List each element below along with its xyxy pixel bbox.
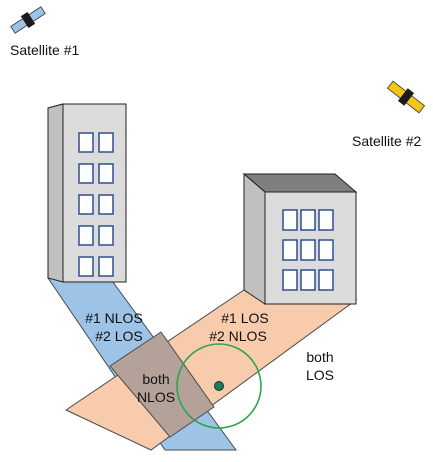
building-tall-window xyxy=(78,194,94,215)
sat2-nlos-label: #1 LOS #2 NLOS xyxy=(200,309,276,345)
sat1-nlos-label-line1: #1 NLOS xyxy=(85,310,143,326)
building-tall-window xyxy=(98,132,114,153)
building-tall-window xyxy=(98,194,114,215)
satellite-2-label: Satellite #2 xyxy=(352,133,422,149)
building-tall-window xyxy=(78,225,94,246)
both-nlos-label-line1: both xyxy=(142,371,170,387)
sat1-nlos-label-line2: #2 LOS xyxy=(95,328,143,344)
building-tall-window xyxy=(98,163,114,184)
building-tall-front xyxy=(62,103,127,283)
building-short-window xyxy=(282,209,298,231)
both-los-label: both LOS xyxy=(296,348,344,384)
position-error-circle xyxy=(176,343,262,429)
both-los-label-line2: LOS xyxy=(305,367,334,383)
building-tall-window xyxy=(78,163,94,184)
building-short-window xyxy=(318,239,334,261)
sat2-nlos-label-line1: #1 LOS xyxy=(221,310,269,326)
building-short-side xyxy=(243,172,266,305)
sat2-nlos-label-line2: #2 NLOS xyxy=(209,328,267,344)
satellite-2-icon xyxy=(386,80,426,114)
both-nlos-label-line2: NLOS xyxy=(136,389,176,405)
building-short-window xyxy=(282,239,298,261)
building-short-window xyxy=(300,239,316,261)
satellite-2-body xyxy=(397,88,415,106)
building-tall-window xyxy=(98,225,114,246)
building-tall-side xyxy=(47,103,64,283)
both-nlos-label: both NLOS xyxy=(132,370,180,406)
building-tall-window xyxy=(98,256,114,277)
both-nlos-region xyxy=(109,331,215,438)
satellite-1-icon xyxy=(10,6,46,34)
building-tall-window xyxy=(78,132,94,153)
building-tall-window xyxy=(78,256,94,277)
building-short xyxy=(242,172,358,305)
building-short-window xyxy=(300,209,316,231)
building-short-window xyxy=(300,269,316,291)
sat1-nlos-label: #1 NLOS #2 LOS xyxy=(76,309,152,345)
building-short-window xyxy=(318,269,334,291)
satellite-1-label: Satellite #1 xyxy=(10,42,80,58)
building-short-window xyxy=(282,269,298,291)
building-tall xyxy=(47,103,127,283)
both-los-label-line1: both xyxy=(306,349,334,365)
receiver-point xyxy=(214,381,224,391)
satellite-1-body xyxy=(20,11,36,29)
building-short-window xyxy=(318,209,334,231)
